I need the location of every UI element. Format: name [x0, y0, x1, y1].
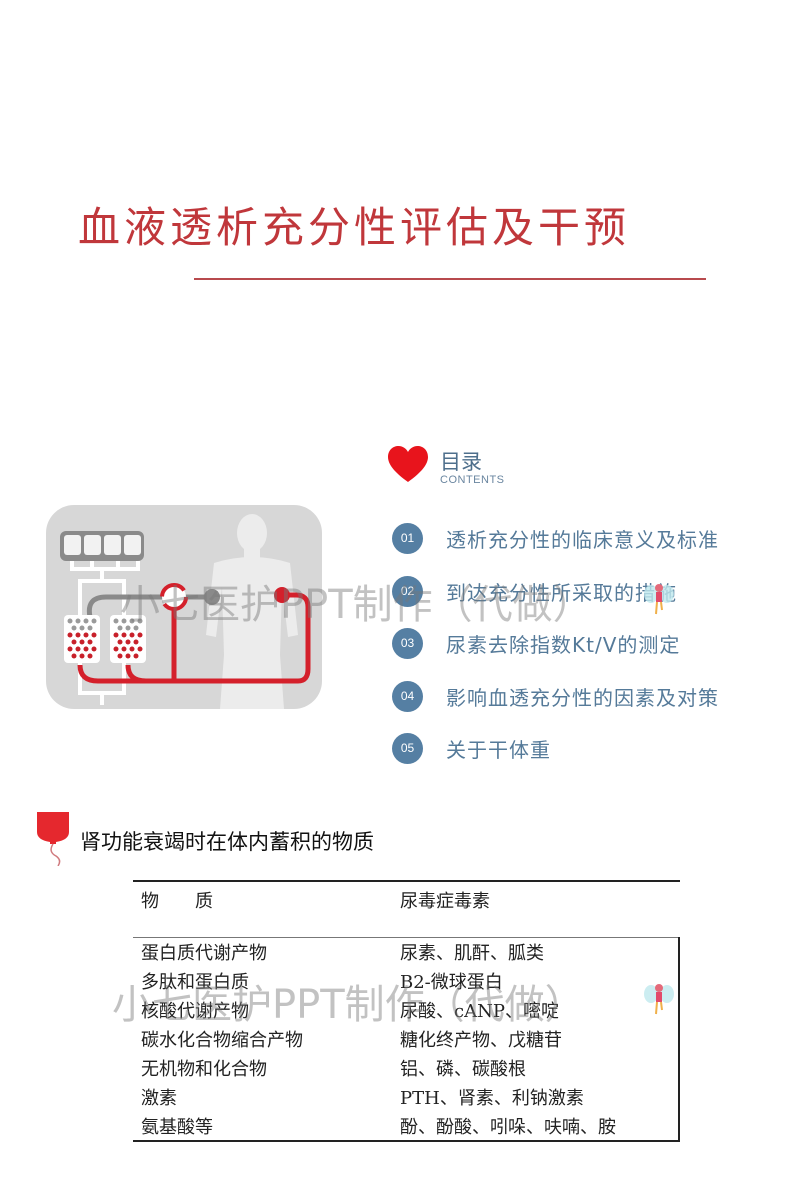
toc-item-label: 尿素去除指数Kt/V的测定	[446, 632, 681, 657]
toc-number-badge: 03	[392, 627, 423, 659]
table-cell: B2-微球蛋白	[400, 972, 503, 993]
table-bottom-border	[133, 1140, 680, 1142]
table-row: 氨基酸等 酚、酚酸、吲哚、呋喃、胺	[133, 1113, 673, 1142]
toc-item-label: 影响血透充分性的因素及对策	[446, 685, 719, 710]
table-row: 无机物和化合物 铝、磷、碳酸根	[133, 1055, 673, 1084]
table-row: 碳水化合物缩合产物 糖化终产物、戊糖苷	[133, 1026, 673, 1055]
table-top-border	[133, 880, 680, 882]
table-header-divider	[133, 937, 680, 938]
table-cell: 激素	[141, 1088, 177, 1109]
hemodialysis-circuit-icon	[46, 505, 322, 709]
table-cell: 铝、磷、碳酸根	[400, 1059, 526, 1080]
table-cell: 尿酸、cANP、嘧啶	[400, 1001, 559, 1022]
table-header-toxins: 尿毒症毒素	[400, 891, 490, 912]
table-row: 激素 PTH、肾素、利钠激素	[133, 1084, 673, 1113]
toc-item-03[interactable]: 03 尿素去除指数Kt/V的测定	[392, 627, 680, 659]
toc-item-01[interactable]: 01 透析充分性的临床意义及标准	[392, 522, 719, 554]
table-right-border	[678, 937, 680, 1141]
toc-item-label: 关于干体重	[446, 737, 551, 762]
table-cell: 核酸代谢产物	[141, 1001, 249, 1022]
table-row: 蛋白质代谢产物 尿素、肌酐、胍类	[133, 939, 673, 968]
table-row: 核酸代谢产物 尿酸、cANP、嘧啶	[133, 997, 673, 1026]
table-cell: 酚、酚酸、吲哚、呋喃、胺	[400, 1117, 616, 1138]
table-cell: 尿素、肌酐、胍类	[400, 943, 544, 964]
section-title: 肾功能衰竭时在体内蓄积的物质	[80, 830, 374, 854]
table-cell: PTH、肾素、利钠激素	[400, 1088, 584, 1109]
toc-number-badge: 04	[392, 680, 423, 712]
table-cell: 氨基酸等	[141, 1117, 213, 1138]
toc-item-02[interactable]: 02 到达充分性所采取的措施	[392, 575, 677, 607]
table-cell: 糖化终产物、戊糖苷	[400, 1030, 562, 1051]
contents-heading: 目录	[440, 450, 482, 474]
table-cell: 无机物和化合物	[141, 1059, 267, 1080]
table-cell: 碳水化合物缩合产物	[141, 1030, 303, 1051]
table-header-substance: 物 质	[141, 891, 213, 912]
blood-bag-icon	[34, 810, 74, 867]
table-cell: 蛋白质代谢产物	[141, 943, 267, 964]
toc-item-05[interactable]: 05 关于干体重	[392, 732, 551, 764]
table-cell: 多肽和蛋白质	[141, 972, 249, 993]
toc-item-label: 透析充分性的临床意义及标准	[446, 527, 719, 552]
toc-item-label: 到达充分性所采取的措施	[446, 580, 677, 605]
table-row: 多肽和蛋白质 B2-微球蛋白	[133, 968, 673, 997]
title-underline	[194, 278, 706, 280]
uremic-toxins-table: 物 质 尿毒症毒素 蛋白质代谢产物 尿素、肌酐、胍类 多肽和蛋白质 B2-微球蛋…	[133, 880, 680, 1142]
toc-item-04[interactable]: 04 影响血透充分性的因素及对策	[392, 680, 719, 712]
page-title: 血液透析充分性评估及干预	[78, 203, 631, 252]
toc-number-badge: 02	[392, 575, 423, 607]
toc-number-badge: 05	[392, 732, 423, 764]
contents-subheading: CONTENTS	[440, 474, 505, 486]
toc-number-badge: 01	[392, 522, 423, 554]
heart-icon	[388, 446, 428, 486]
